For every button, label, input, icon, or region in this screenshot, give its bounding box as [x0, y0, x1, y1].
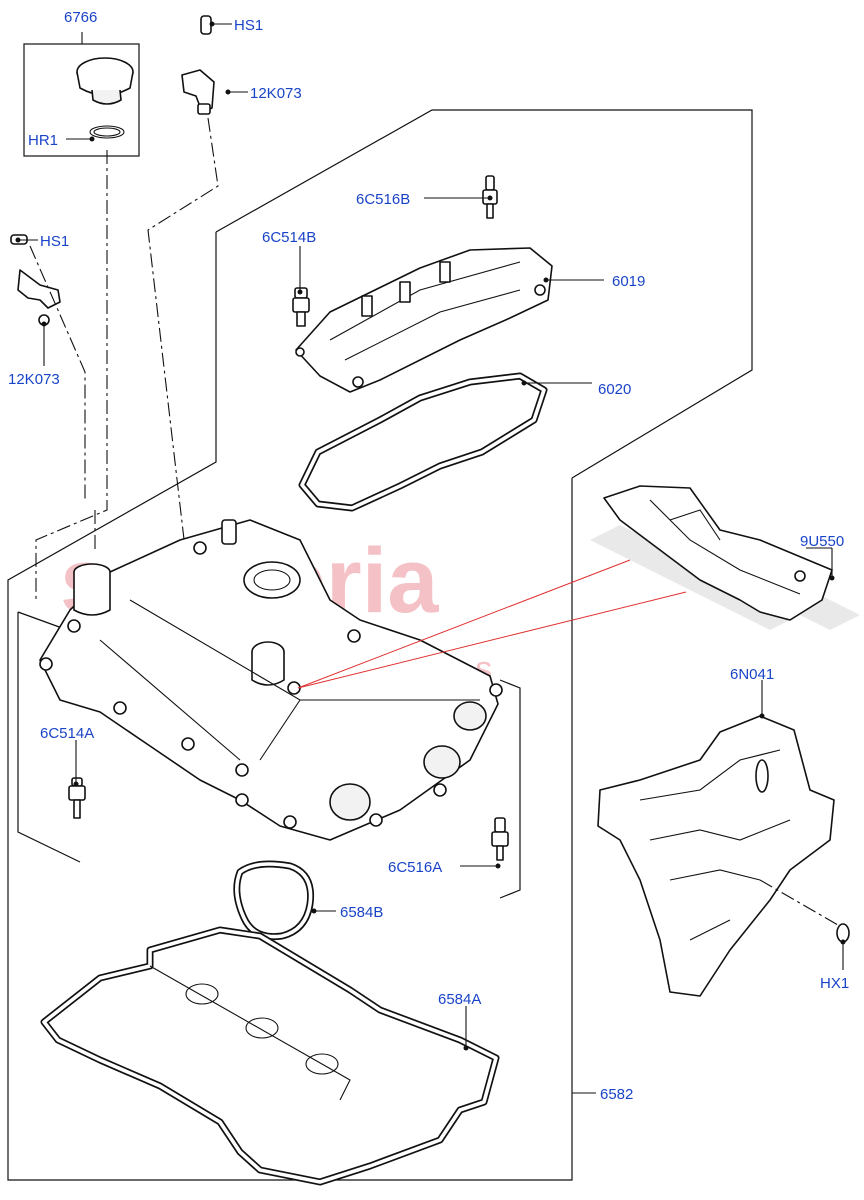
label-6C516A: 6C516A — [388, 859, 442, 876]
cam-cover-6582 — [39, 519, 503, 841]
stud-6C516A — [491, 817, 509, 861]
left-bracket — [17, 612, 81, 863]
label-6N041: 6N041 — [730, 666, 774, 683]
left-bracket-top — [17, 611, 63, 629]
label-HS1-left: HS1 — [40, 233, 69, 250]
label-HR1: HR1 — [28, 132, 58, 149]
label-6582: 6582 — [600, 1086, 633, 1103]
label-6584A: 6584A — [438, 991, 481, 1008]
label-HS1-top: HS1 — [234, 17, 263, 34]
oil-filler-cap — [76, 57, 134, 139]
gasket-6584A — [40, 926, 500, 1186]
part-6019 — [295, 247, 553, 393]
label-6584B: 6584B — [340, 904, 383, 921]
valve-cover-frame — [215, 109, 753, 479]
assembly-frame — [7, 232, 573, 1181]
label-HX1: HX1 — [820, 975, 849, 992]
shield-9U550 — [603, 485, 833, 621]
label-9U550: 9U550 — [800, 533, 844, 550]
shield-6N041 — [597, 715, 850, 997]
label-6766: 6766 — [64, 9, 97, 26]
label-12K073-left: 12K073 — [8, 371, 60, 388]
camshaft-sensor-top — [181, 15, 215, 115]
alignment-lines — [29, 117, 219, 600]
label-6020: 6020 — [598, 381, 631, 398]
label-12K073-top: 12K073 — [250, 85, 302, 102]
leader-lines — [15, 21, 846, 1094]
pointer-lines — [297, 559, 687, 689]
label-6C516B: 6C516B — [356, 191, 410, 208]
label-6C514A: 6C514A — [40, 725, 94, 742]
label-6C514B: 6C514B — [262, 229, 316, 246]
label-6019: 6019 — [612, 273, 645, 290]
right-bracket — [499, 679, 521, 899]
callout-labels: 6766 HR1 HS1 12K073 HS1 12K073 6C516B 6C… — [8, 9, 849, 1103]
gasket-6020 — [298, 372, 548, 512]
seal-6584B — [233, 860, 315, 941]
